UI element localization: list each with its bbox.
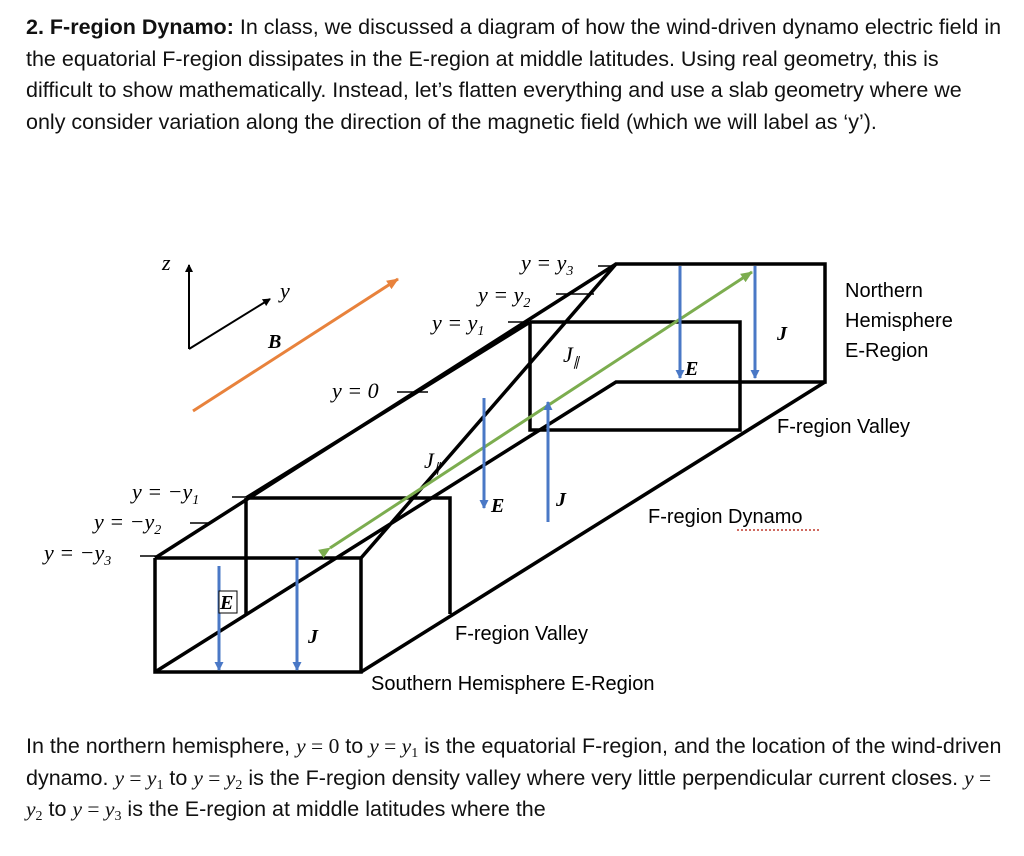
j-label-north: J xyxy=(776,323,788,345)
j-label-dynamo: J xyxy=(555,489,567,511)
northern-label-line-1: Northern xyxy=(845,280,923,302)
label-y-1: y = y1 xyxy=(430,310,484,339)
intro-text: In class, we discussed a diagram of how … xyxy=(26,15,1002,134)
dynamo-label: F-region Dynamo xyxy=(648,506,803,528)
label-y-0: y = 0 xyxy=(330,378,379,403)
e-label-north: E xyxy=(684,358,698,380)
j-parallel-label-lower: J∥ xyxy=(424,448,442,475)
label-y-neg-1: y = −y1 xyxy=(130,479,199,508)
e-label-dynamo: E xyxy=(490,495,504,517)
e-label-south: E xyxy=(219,592,233,614)
label-y-3: y = y3 xyxy=(519,250,573,279)
z-axis-label: z xyxy=(161,250,171,275)
label-y-2: y = y2 xyxy=(476,282,530,311)
southern-label: Southern Hemisphere E-Region xyxy=(371,673,655,695)
parallel-current-arrow xyxy=(318,270,753,559)
valley-south-label: F-region Valley xyxy=(455,623,588,645)
slab-frame xyxy=(153,262,827,674)
problem-heading: 2. F-region Dynamo: xyxy=(26,15,234,39)
northern-label-line-3: E-Region xyxy=(845,340,928,362)
j-label-south: J xyxy=(307,626,319,648)
northern-label-line-2: Hemisphere xyxy=(845,310,953,332)
j-parallel-label-upper: J∥ xyxy=(563,342,581,369)
vertical-field-arrows xyxy=(214,266,760,671)
y-axis-label: y xyxy=(278,278,290,303)
label-y-neg-2: y = −y2 xyxy=(92,509,161,538)
label-y-neg-3: y = −y3 xyxy=(42,540,111,569)
plane-leaders xyxy=(140,265,616,557)
axes-icon xyxy=(185,264,271,350)
continuation-paragraph: In the northern hemisphere, y = 0 to y =… xyxy=(26,734,1002,824)
intro-paragraph: 2. F-region Dynamo: In class, we discuss… xyxy=(26,12,1006,138)
valley-north-label: F-region Valley xyxy=(777,416,910,438)
magnetic-field-label: B xyxy=(267,331,281,353)
